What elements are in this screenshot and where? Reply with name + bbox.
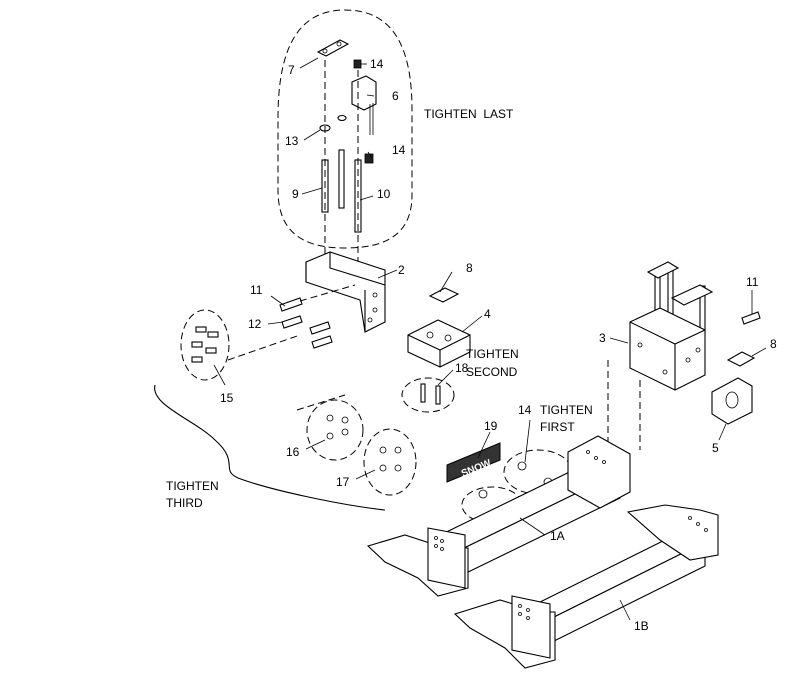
note-tighten-first-line2: FIRST [540, 420, 575, 434]
note-tighten-third-line1: TIGHTEN [166, 479, 219, 493]
decal-19: SNOW [446, 442, 501, 483]
callout-14-top: 14 [370, 57, 384, 71]
callout-15: 15 [220, 391, 234, 405]
callout-2: 2 [398, 263, 405, 277]
nut-group-16 [306, 399, 364, 461]
callout-4: 4 [484, 307, 491, 321]
callout-1b: 1B [634, 619, 649, 633]
leader-lines [213, 57, 767, 621]
note-tighten-second-line2: SECOND [466, 365, 518, 379]
callout-19: 19 [484, 419, 498, 433]
callout-10: 10 [377, 187, 391, 201]
callout-14-mid: 14 [392, 143, 406, 157]
hardware-group-tighten-last [277, 9, 413, 265]
callout-13: 13 [285, 134, 299, 148]
mount-assembly-3 [629, 261, 761, 391]
callout-5: 5 [712, 441, 719, 455]
callout-6: 6 [392, 89, 399, 103]
tightening-notes: TIGHTEN LAST TIGHTEN SECOND TIGHTEN FIRS… [166, 107, 593, 510]
callout-7: 7 [288, 63, 295, 77]
callout-3: 3 [599, 331, 606, 345]
callout-18: 18 [455, 361, 469, 375]
callout-1a: 1A [550, 529, 565, 543]
callout-11-left: 11 [250, 283, 263, 297]
callout-11-right: 11 [746, 275, 759, 289]
callout-8-right: 8 [770, 337, 777, 351]
note-tighten-first-line1: TIGHTEN [540, 403, 593, 417]
note-tighten-third-line2: THIRD [166, 496, 203, 510]
nut-group-17 [363, 428, 417, 496]
plate-8-left [428, 287, 460, 303]
callout-17: 17 [336, 475, 350, 489]
bracket-assembly-2 [279, 251, 386, 349]
callout-12: 12 [248, 317, 262, 331]
frame-1b [453, 504, 719, 669]
bolt-group-15 [180, 309, 230, 381]
callout-9: 9 [292, 187, 299, 201]
callout-14-bottom: 14 [518, 403, 532, 417]
note-tighten-last: TIGHTEN LAST [424, 107, 514, 121]
plate-8-right [726, 351, 756, 367]
note-tighten-second-line1: TIGHTEN [466, 347, 519, 361]
callout-16: 16 [286, 445, 300, 459]
frame-1a [366, 435, 631, 597]
bolt-group-18 [401, 377, 455, 413]
callout-8-left: 8 [466, 261, 473, 275]
tighten-third-brace [154, 384, 386, 511]
callout-labels: 7 14 6 13 14 9 10 2 11 12 8 4 15 18 16 1… [220, 57, 777, 633]
bracket-4 [407, 319, 471, 368]
